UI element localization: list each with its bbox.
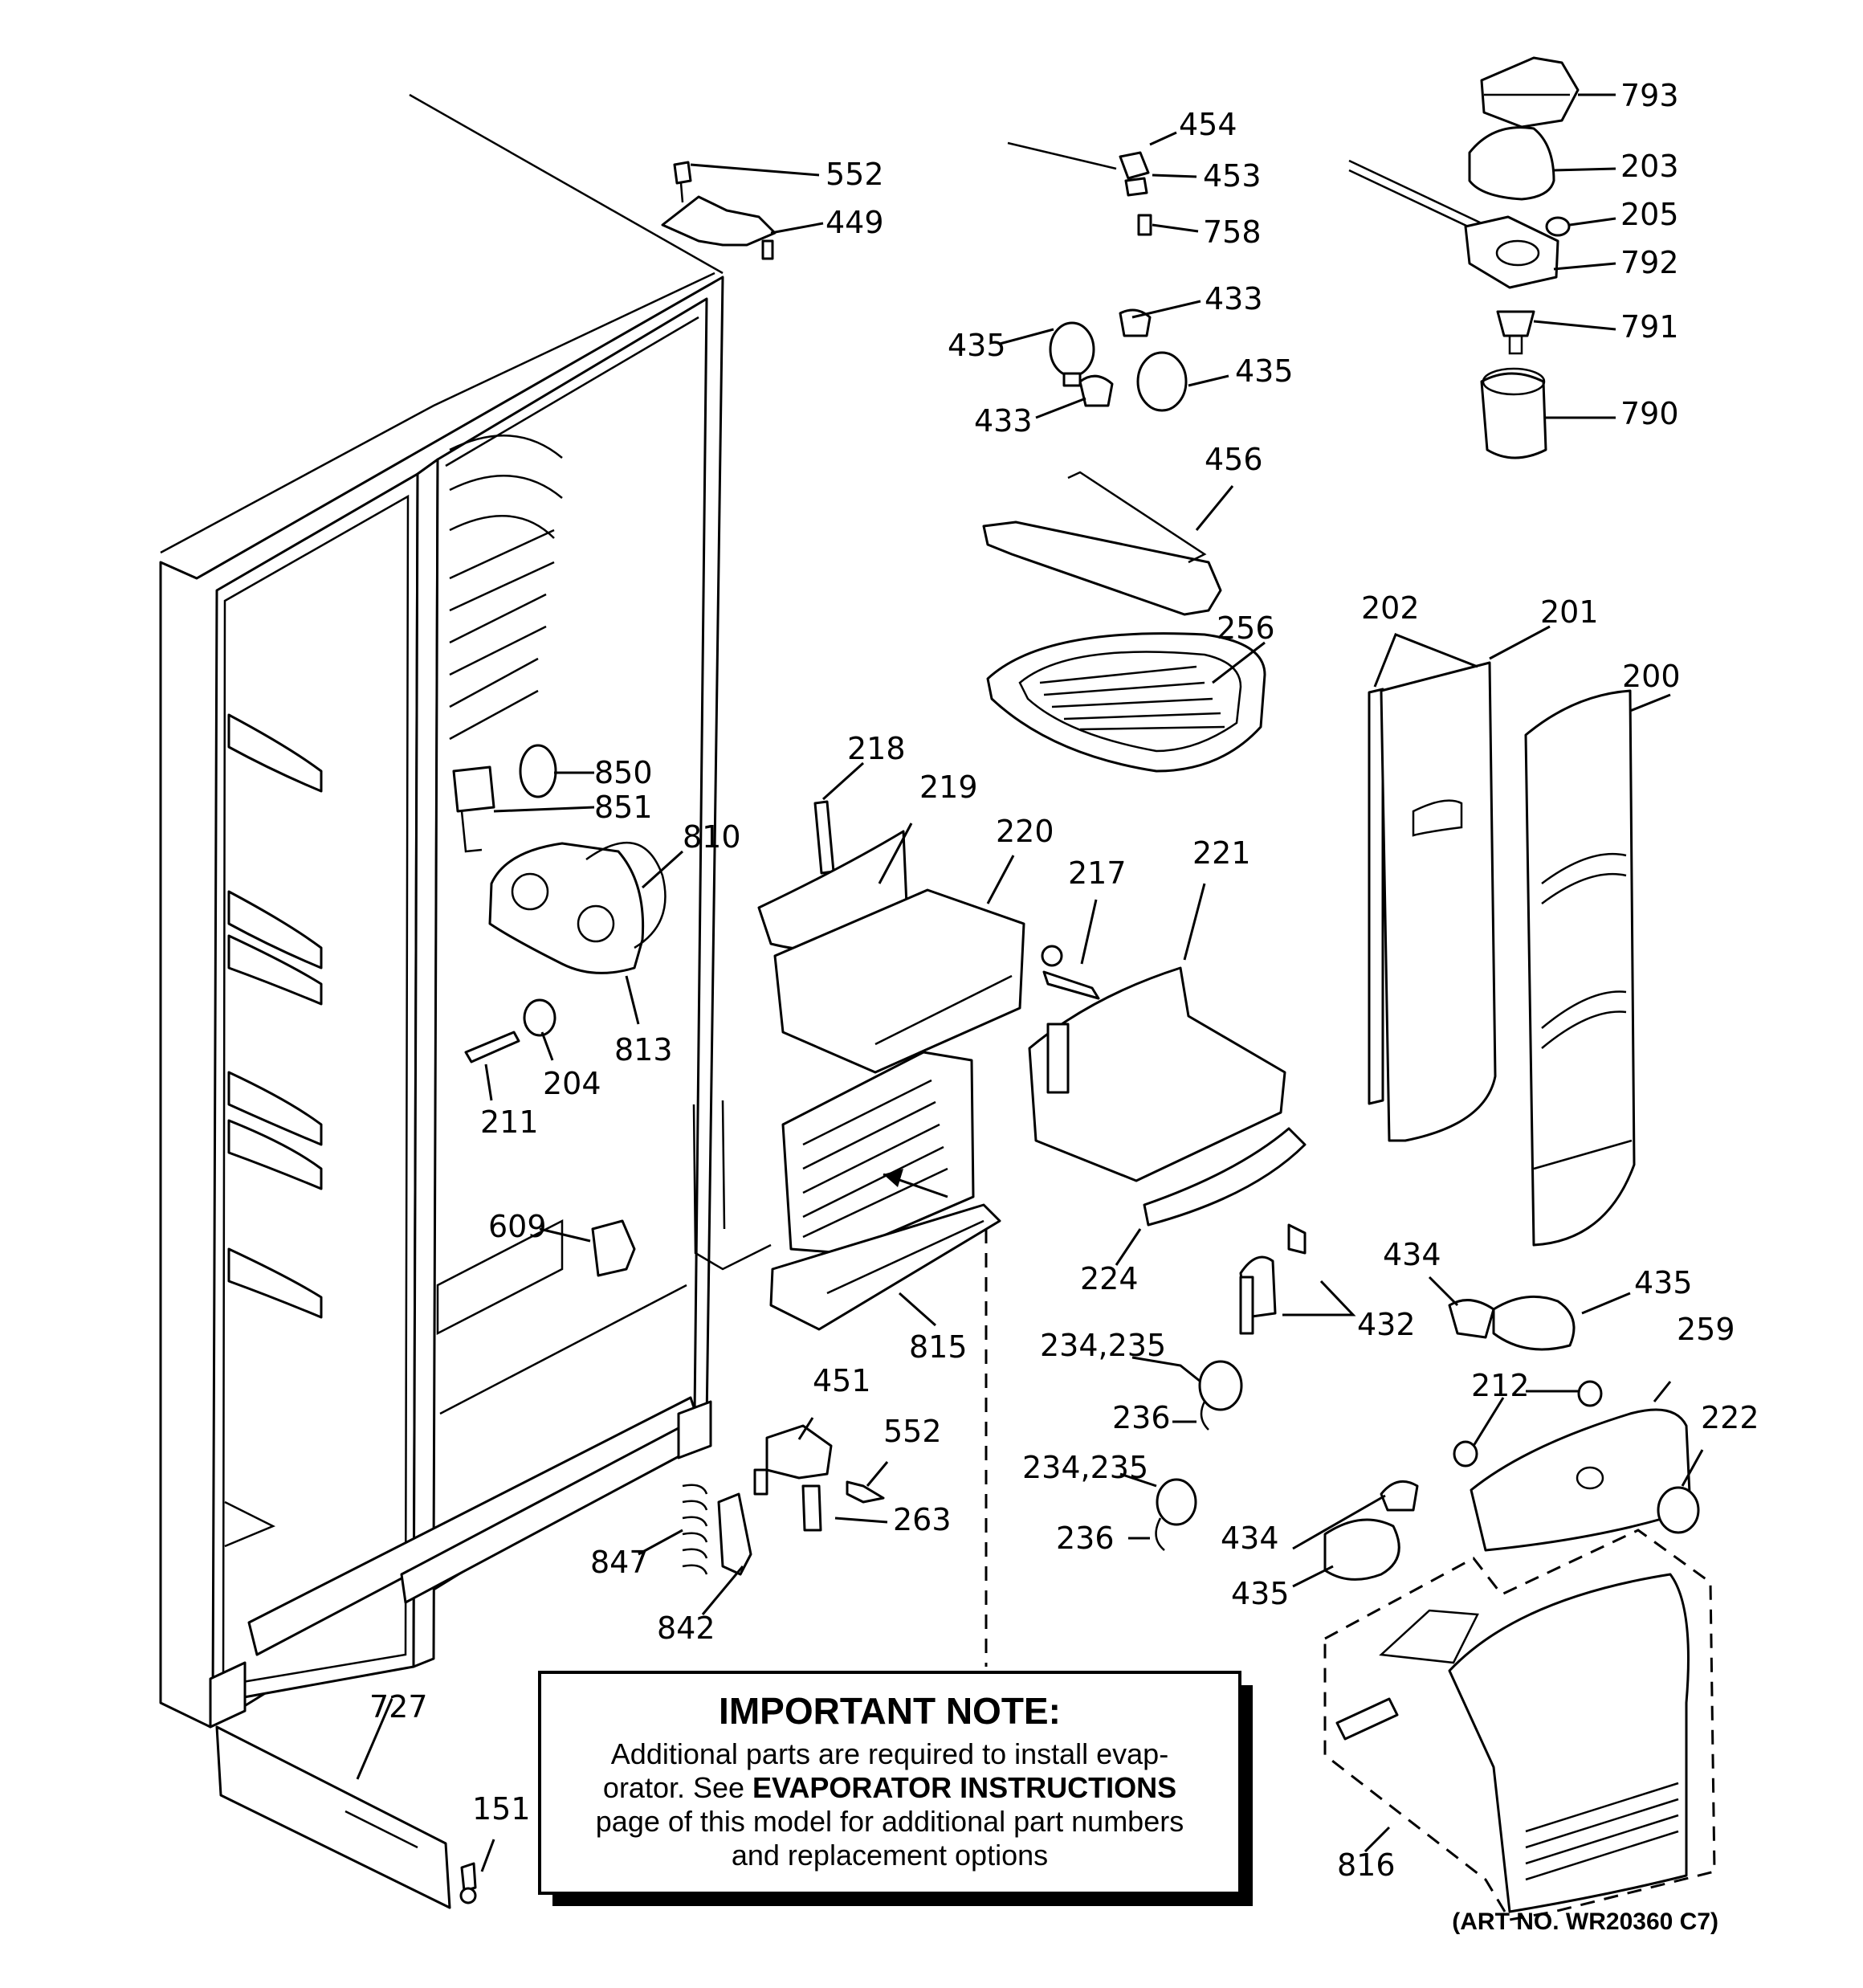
callout-810: 810 (683, 819, 741, 855)
callout-435-right: 435 (1235, 353, 1294, 389)
callout-218: 218 (847, 731, 906, 766)
callout-220: 220 (996, 814, 1054, 849)
callout-449: 449 (826, 205, 884, 240)
callout-451: 451 (813, 1363, 871, 1398)
callout-453: 453 (1203, 158, 1262, 194)
callout-202: 202 (1361, 590, 1420, 626)
callout-792: 792 (1620, 245, 1679, 280)
callout-435-middle: 435 (1634, 1265, 1693, 1300)
callout-433-lower: 433 (974, 403, 1033, 439)
water-filter-assembly (1348, 56, 1580, 459)
callout-221: 221 (1192, 835, 1251, 871)
callout-850: 850 (594, 755, 653, 790)
callout-256: 256 (1217, 610, 1275, 646)
callout-224: 224 (1080, 1261, 1139, 1296)
callout-727: 727 (369, 1689, 428, 1725)
callout-851: 851 (594, 790, 653, 825)
callout-552-top: 552 (826, 157, 884, 192)
leader-lines (356, 93, 1704, 1872)
dispenser-mechanism (692, 800, 1307, 1331)
callout-552-lower: 552 (883, 1414, 942, 1449)
callout-203: 203 (1620, 149, 1679, 184)
note-line-1: Additional parts are required to install… (611, 1737, 1168, 1770)
top-hinge-assembly (661, 161, 777, 260)
callout-454: 454 (1179, 107, 1237, 142)
callout-211: 211 (480, 1104, 539, 1140)
note-evaporator-instructions: EVAPORATOR INSTRUCTIONS (752, 1771, 1176, 1804)
left-interior-parts (452, 744, 667, 1277)
callout-435-lower: 435 (1231, 1576, 1290, 1611)
callout-813: 813 (614, 1032, 673, 1067)
callout-793: 793 (1620, 78, 1679, 113)
light-socket-assembly (1007, 141, 1188, 412)
callout-609: 609 (488, 1209, 547, 1244)
callout-847: 847 (590, 1545, 649, 1580)
callout-842: 842 (657, 1610, 715, 1646)
callout-151: 151 (472, 1791, 531, 1827)
lower-right-parts (1155, 1223, 1716, 1921)
callout-234-235-upper: 234,235 (1040, 1328, 1166, 1363)
callout-434-upper: 434 (1383, 1237, 1441, 1272)
callout-815: 815 (909, 1329, 968, 1365)
callout-263: 263 (893, 1502, 952, 1537)
callout-432: 432 (1357, 1307, 1416, 1342)
callout-236-upper: 236 (1112, 1400, 1171, 1435)
art-number: (ART NO. WR20360 C7) (1452, 1908, 1718, 1935)
callout-433-upper: 433 (1205, 281, 1263, 316)
dispenser-panels (1368, 661, 1636, 1247)
callout-758: 758 (1203, 214, 1262, 250)
callout-435-left: 435 (948, 328, 1006, 363)
callout-790: 790 (1620, 396, 1679, 431)
callout-205: 205 (1620, 197, 1679, 232)
callout-217: 217 (1068, 855, 1127, 891)
light-shield (982, 471, 1266, 773)
note-line-2-text: orator. See (603, 1771, 752, 1804)
callout-200: 200 (1622, 659, 1681, 694)
important-note: IMPORTANT NOTE: Additional parts are req… (538, 1671, 1253, 1906)
callout-456: 456 (1205, 442, 1263, 477)
callout-434-lower: 434 (1221, 1521, 1279, 1556)
callout-236-lower: 236 (1056, 1521, 1115, 1556)
note-line-3: page of this model for additional part n… (596, 1805, 1184, 1838)
callout-234-235-lower: 234,235 (1022, 1450, 1148, 1485)
lower-hinge-parts (682, 1424, 885, 1576)
callout-201: 201 (1540, 594, 1599, 630)
kick-plate (215, 1725, 477, 1909)
callout-791: 791 (1620, 309, 1679, 345)
callout-222: 222 (1701, 1400, 1759, 1435)
callout-204: 204 (543, 1066, 601, 1101)
note-box (538, 1671, 1241, 1895)
note-title: IMPORTANT NOTE: (719, 1690, 1061, 1732)
callout-816: 816 (1337, 1847, 1396, 1883)
callout-labels: 552 449 454 453 758 433 435 435 433 793 … (369, 78, 1759, 1883)
note-line-4: and replacement options (732, 1839, 1048, 1872)
note-line-2: orator. See EVAPORATOR INSTRUCTIONS (603, 1771, 1176, 1804)
callout-212: 212 (1471, 1368, 1530, 1403)
callout-259: 259 (1677, 1312, 1735, 1347)
callout-219: 219 (919, 769, 978, 805)
